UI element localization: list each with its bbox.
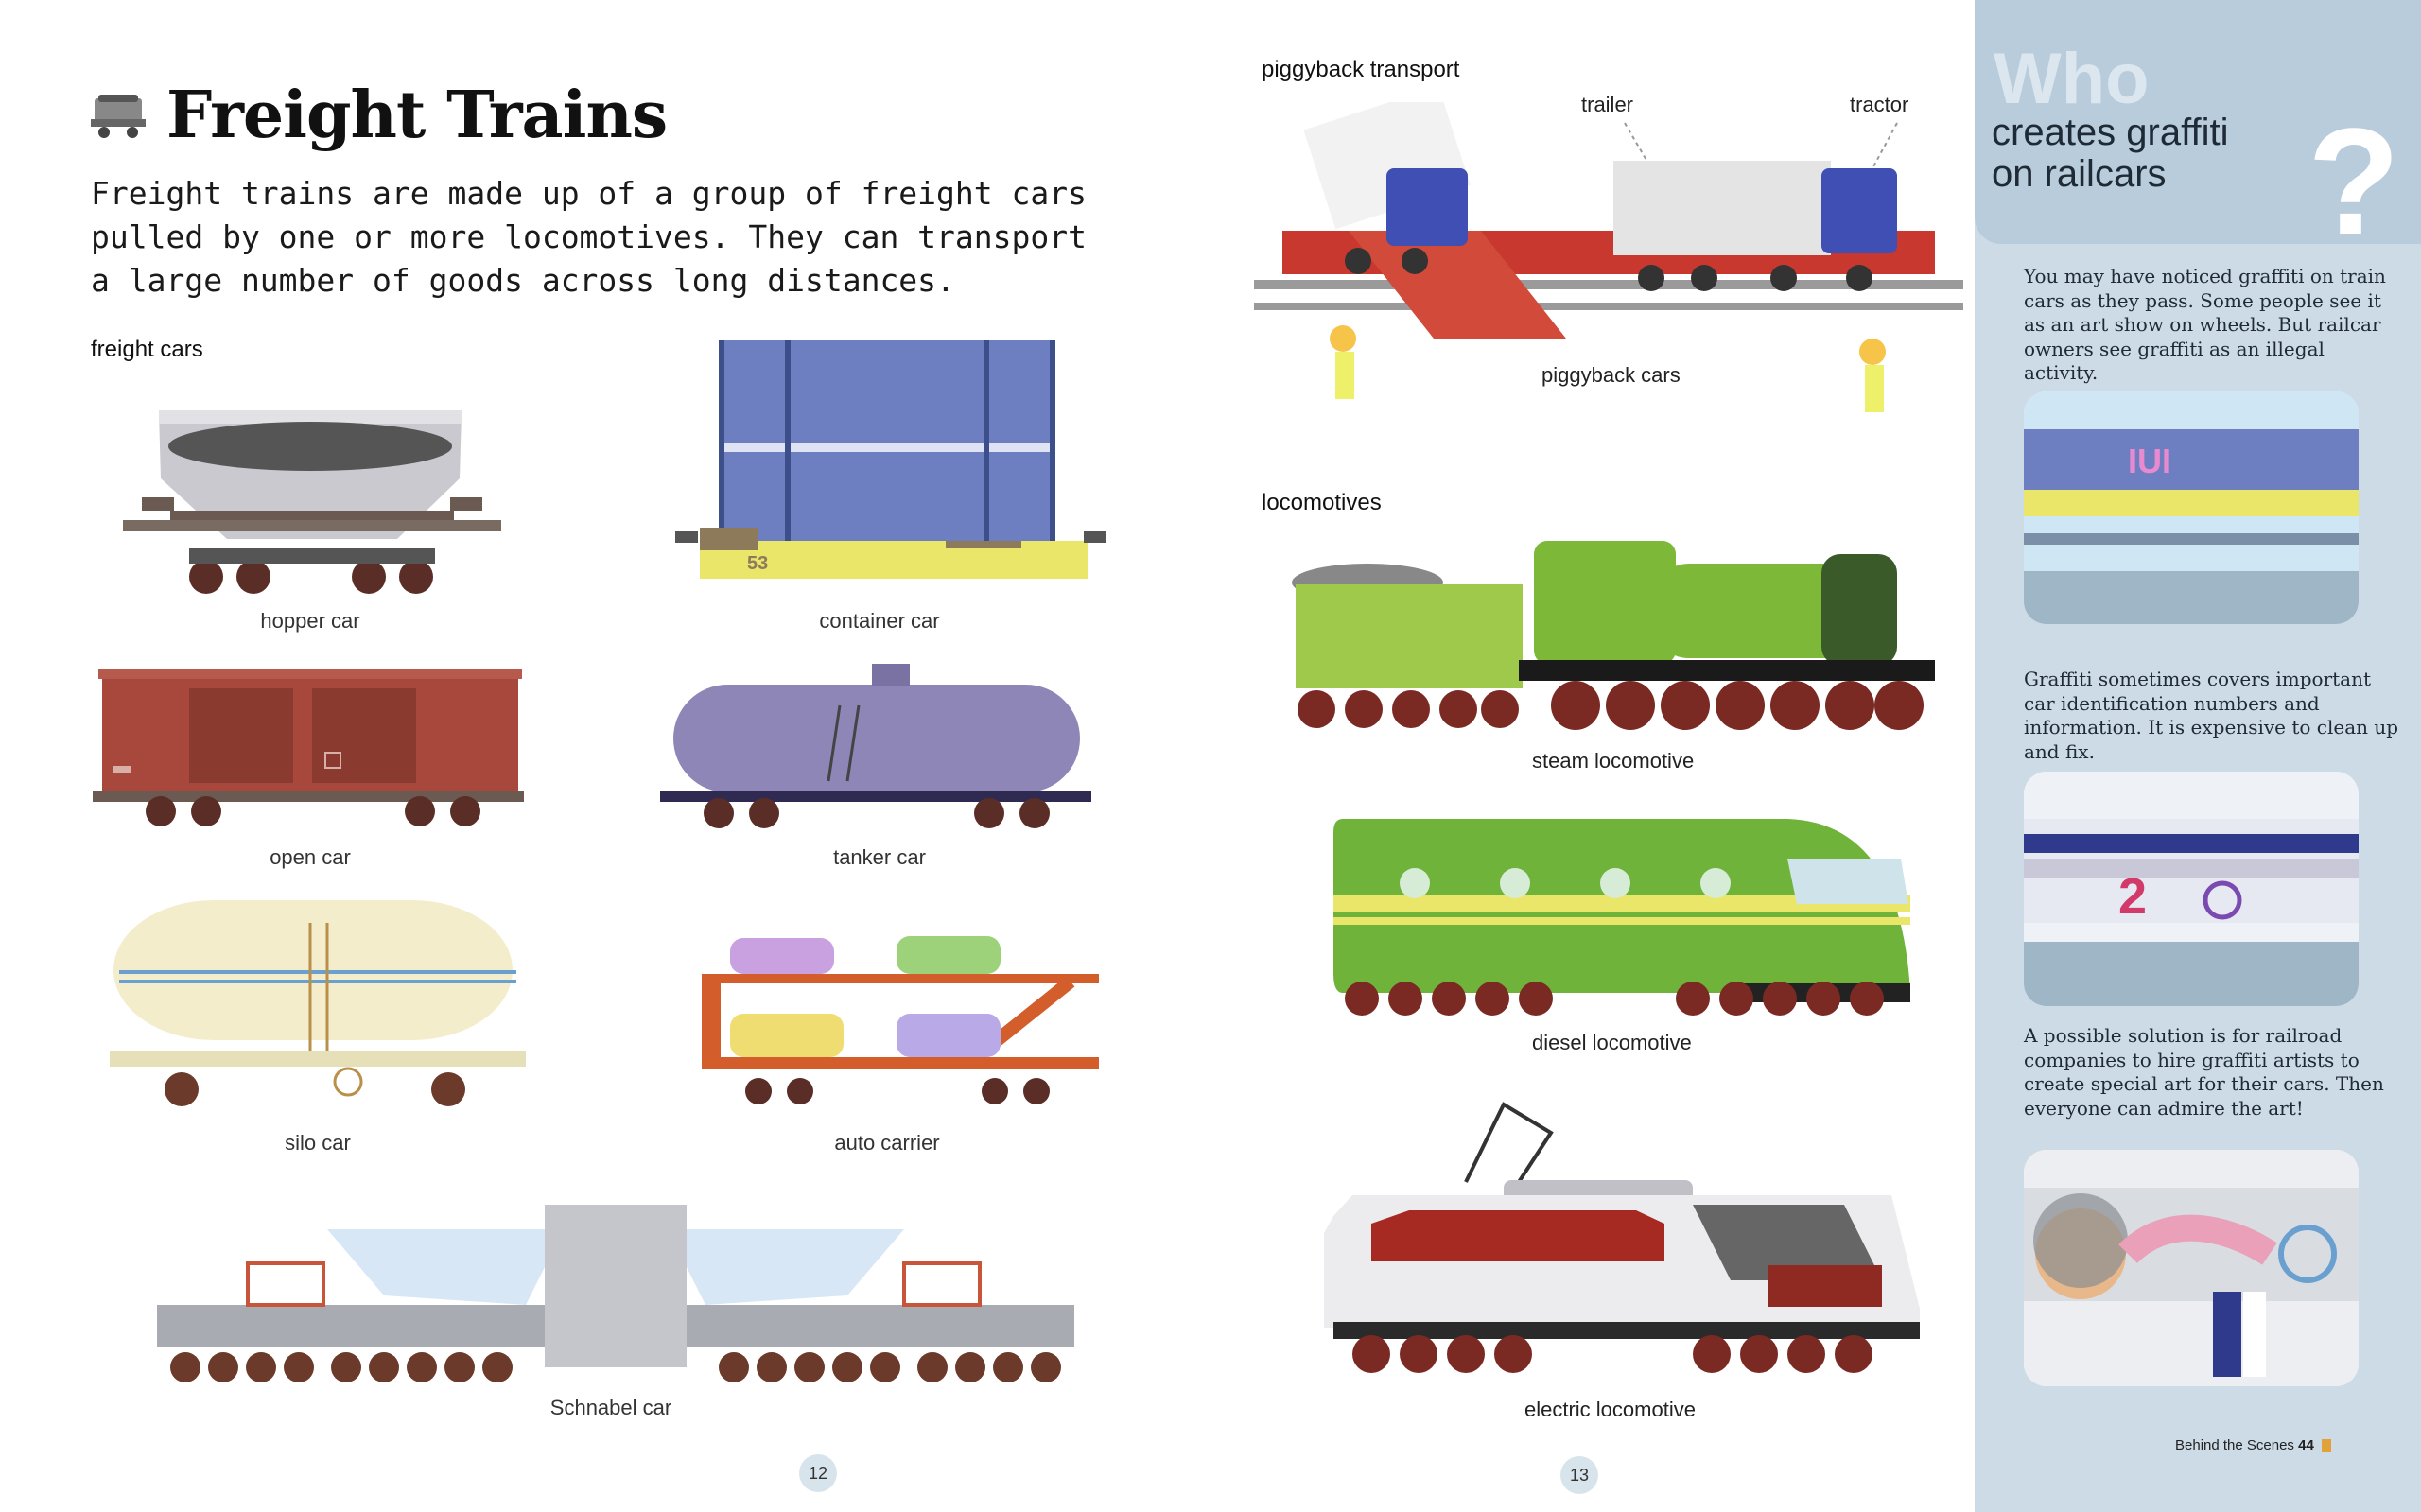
- sidebar-who: Who: [1994, 39, 2150, 119]
- graffiti-artist-illustration: [2024, 1150, 2359, 1386]
- silo-car-caption: silo car: [285, 1131, 351, 1155]
- silo-car-illustration: [110, 900, 526, 1106]
- electric-locomotive-caption: electric locomotive: [1524, 1398, 1696, 1421]
- diesel-locomotive-illustration: [1333, 819, 1910, 1016]
- footer-page-number: 44: [2298, 1437, 2314, 1453]
- sidebar-paragraph-1: You may have noticed graffiti on train c…: [2024, 265, 2386, 384]
- container-car-number: 53: [747, 553, 768, 574]
- sidebar-footer: Behind the Scenes 44: [2175, 1437, 2331, 1453]
- piggyback-illustration: [1254, 102, 1963, 412]
- sidebar-paragraph-3: A possible solution is for railroad comp…: [2024, 1024, 2384, 1120]
- page-title: Freight Trains: [166, 78, 668, 153]
- sidebar-header: [1975, 0, 2421, 244]
- train-car-icon: [91, 95, 146, 138]
- intro-text: Freight trains are made up of a group of…: [91, 175, 1087, 299]
- steam-locomotive-caption: steam locomotive: [1532, 749, 1695, 773]
- container-car-caption: container car: [819, 609, 940, 633]
- container-car-illustration: 53: [675, 340, 1106, 579]
- page-heading: Freight Trains: [91, 78, 668, 153]
- piggyback-label: piggyback transport: [1262, 57, 1460, 82]
- locomotives-label: locomotives: [1262, 490, 1382, 515]
- book-icon: [2321, 1439, 2331, 1453]
- tanker-car-illustration: [660, 664, 1091, 828]
- page-number-right: 13: [1560, 1456, 1598, 1494]
- question-mark: ?: [2308, 96, 2400, 266]
- hopper-car-illustration: [123, 410, 501, 594]
- svg-text:2: 2: [2118, 868, 2147, 925]
- hopper-car-caption: hopper car: [260, 609, 360, 633]
- page-number-left: 12: [799, 1454, 837, 1492]
- diesel-locomotive-caption: diesel locomotive: [1532, 1031, 1692, 1054]
- open-car-illustration: [93, 669, 524, 826]
- schnabel-car-illustration: [157, 1205, 1074, 1382]
- tractor-label: tractor: [1850, 93, 1909, 116]
- trailer-label: trailer: [1581, 93, 1634, 116]
- steam-locomotive-illustration: [1292, 541, 1935, 730]
- piggyback-cars-caption: piggyback cars: [1541, 363, 1681, 387]
- sidebar-subtitle: creates graffiti on railcars: [1992, 112, 2229, 195]
- open-car-caption: open car: [270, 845, 351, 869]
- freight-cars-label: freight cars: [91, 337, 203, 362]
- tanker-car-caption: tanker car: [833, 845, 926, 869]
- sidebar-paragraph-2: Graffiti sometimes covers important car …: [2024, 668, 2399, 763]
- electric-locomotive-illustration: [1324, 1102, 1920, 1373]
- graffiti-numbers-illustration: 2: [2024, 772, 2359, 1006]
- auto-carrier-illustration: [702, 936, 1099, 1104]
- auto-carrier-caption: auto carrier: [834, 1131, 940, 1155]
- svg-text:IUI: IUI: [2128, 442, 2171, 480]
- footer-label: Behind the Scenes: [2175, 1437, 2294, 1453]
- graffiti-freight-illustration: IUI: [2024, 391, 2359, 624]
- schnabel-car-caption: Schnabel car: [549, 1396, 672, 1419]
